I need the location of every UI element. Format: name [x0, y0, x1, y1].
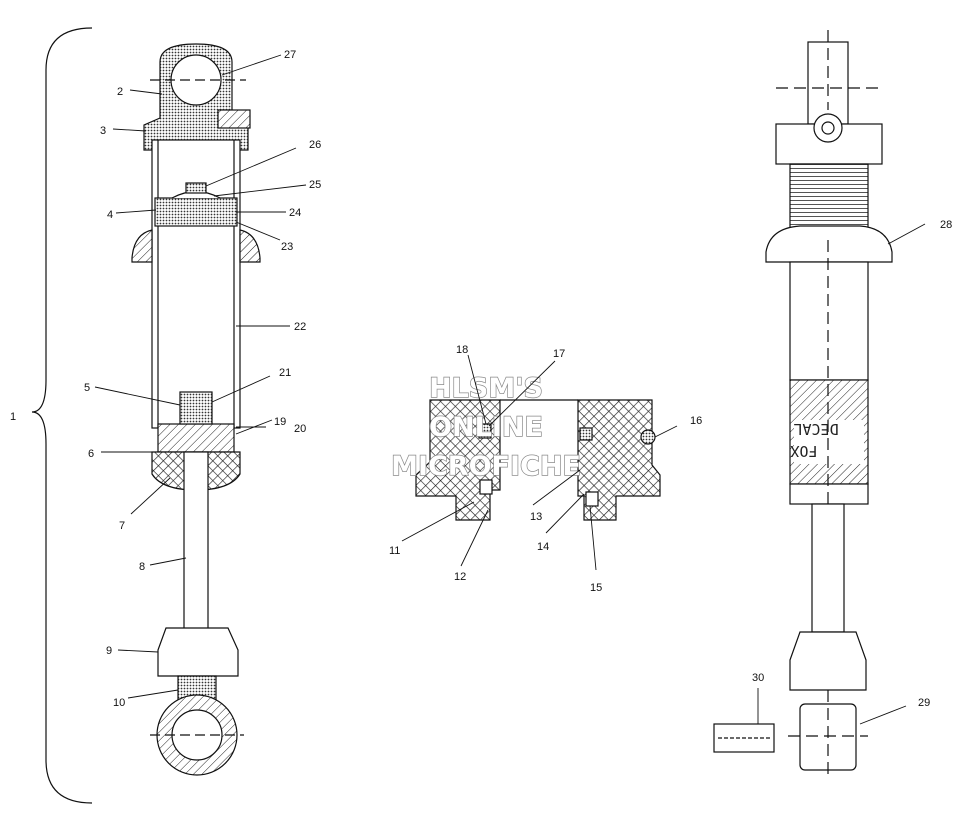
seal-17	[478, 423, 492, 439]
callout-27: 27	[284, 49, 296, 61]
callout-5: 5	[84, 382, 90, 394]
callout-23: 23	[281, 241, 293, 253]
threaded-body	[789, 163, 869, 229]
spring-retainer-28	[765, 225, 893, 263]
callout-3: 3	[100, 125, 106, 137]
callout-29: 29	[918, 697, 930, 709]
leader-lines	[94, 54, 926, 725]
callout-7: 7	[119, 520, 125, 532]
seal-13	[579, 427, 593, 441]
callout-16: 16	[690, 415, 702, 427]
callout-11: 11	[389, 545, 400, 557]
callout-labels: 1 2 3 4 5 6 7 8 9 10 11 12 13 14 15 16 1…	[10, 49, 952, 709]
callout-20: 20	[294, 423, 306, 435]
body-cylinder	[789, 261, 869, 381]
sectioned-shock	[131, 43, 261, 776]
o-ring-16	[640, 429, 656, 445]
callout-6: 6	[88, 448, 94, 460]
callout-14: 14	[537, 541, 549, 553]
callout-17: 17	[553, 348, 565, 360]
callout-21: 21	[279, 367, 291, 379]
callout-10: 10	[113, 697, 125, 709]
decal-text-line2: FOX	[790, 442, 817, 460]
seal-head-detail	[415, 399, 661, 521]
bumper	[157, 627, 239, 677]
callout-28: 28	[940, 219, 952, 231]
watermark: HLSM'S ONLINE MICROFICHE	[390, 372, 581, 482]
callout-9: 9	[106, 645, 112, 657]
watermark-line2: ONLINE	[429, 412, 543, 443]
callout-24: 24	[289, 207, 301, 219]
callout-30: 30	[752, 672, 764, 684]
exterior-shock	[713, 30, 893, 780]
decal-text-line1: DECAL	[793, 420, 838, 438]
callout-4: 4	[107, 209, 113, 221]
reservoir-valve	[217, 109, 251, 129]
callout-18: 18	[456, 344, 468, 356]
callout-25: 25	[309, 179, 321, 191]
shaft-exterior	[811, 503, 845, 633]
callout-8: 8	[139, 561, 145, 573]
watermark-line3: MICROFICHE	[391, 451, 581, 482]
callout-12: 12	[454, 571, 466, 583]
callout-15: 15	[590, 582, 602, 594]
callout-13: 13	[530, 511, 542, 523]
assembly-brace	[31, 27, 93, 804]
watermark-line1: HLSM'S	[429, 373, 543, 404]
bumper-exterior	[789, 631, 867, 691]
floating-piston	[154, 197, 238, 227]
callout-1: 1	[10, 411, 16, 423]
callout-22: 22	[294, 321, 306, 333]
callout-2: 2	[117, 86, 123, 98]
spring-retainer	[131, 229, 153, 263]
main-piston	[157, 423, 235, 453]
callout-19: 19	[274, 416, 286, 428]
callout-26: 26	[309, 139, 321, 151]
